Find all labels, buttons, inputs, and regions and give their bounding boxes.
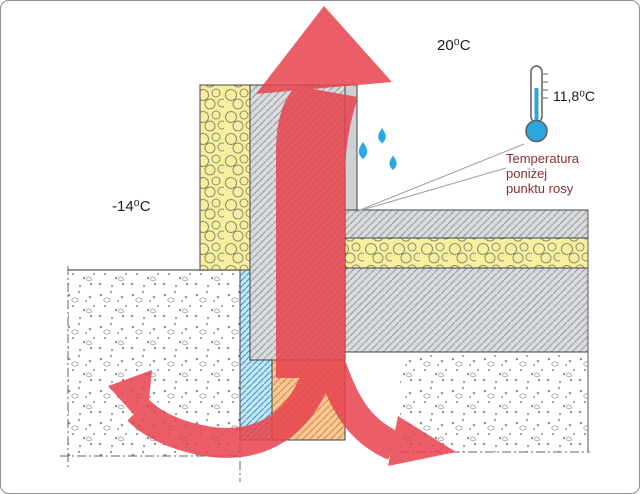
dew-point-note-line2: poniżej <box>506 166 547 181</box>
heat-flow-main-arrow <box>276 86 358 378</box>
wall-insulation <box>199 84 251 271</box>
heat-flow-left-arrow <box>127 366 333 458</box>
heat-flow-main-arrowhead <box>256 6 392 94</box>
dew-point-note-line3: punktu rosy <box>506 181 574 196</box>
leader-line-note <box>354 167 507 213</box>
heat-flow-right-arrow <box>317 362 401 460</box>
dew-point-note: Temperatura poniżej punktu rosy <box>506 151 580 196</box>
floor-insulation <box>344 237 589 269</box>
water-drop-icon <box>378 128 386 144</box>
outdoor-temp-label: -14⁰C <box>112 198 151 215</box>
thermometer-mercury <box>534 88 539 122</box>
ground-right <box>400 352 588 452</box>
dew-point-note-line1: Temperatura <box>506 151 580 166</box>
thermometer-icon <box>525 65 548 143</box>
indoor-temp-label: 20⁰C <box>437 37 471 54</box>
thermometer-ticks <box>543 73 548 99</box>
heat-flow-left-arrowhead <box>108 370 152 428</box>
heat-flow-arrows <box>108 6 456 466</box>
floor-screed <box>344 209 589 239</box>
water-drop-icon <box>358 142 368 159</box>
water-drop-icon <box>389 155 397 170</box>
dew-point-temp-label: 11,8⁰C <box>553 88 595 104</box>
floor-slab <box>344 267 589 353</box>
heat-flow-right-arrowhead <box>388 416 456 466</box>
water-drops-icon <box>358 128 397 170</box>
leader-lines <box>354 143 525 213</box>
thermometer-bulb <box>525 119 548 143</box>
leader-line-thermometer <box>354 143 525 213</box>
